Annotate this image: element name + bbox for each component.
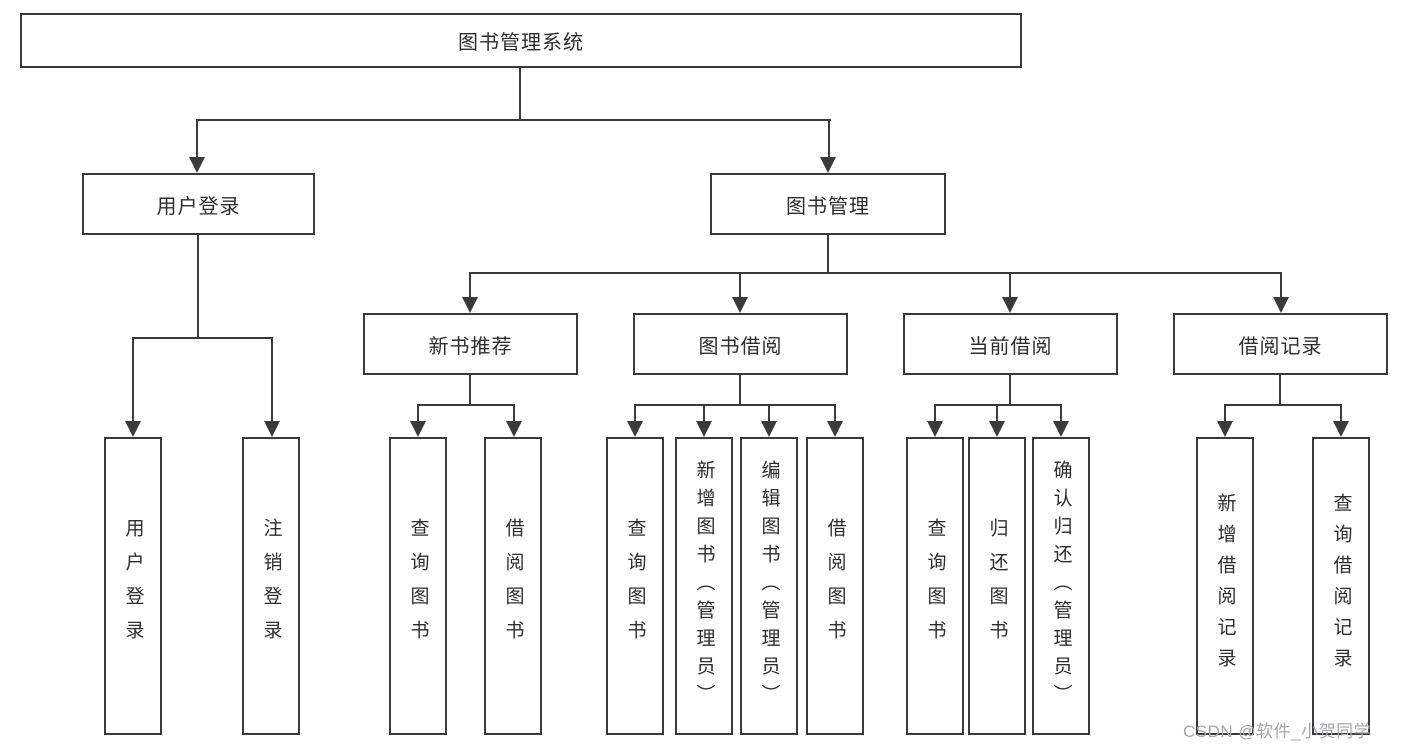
leaf-query-books: 查询图书: [606, 437, 664, 735]
leaf-query-books: 查询图书: [389, 437, 447, 735]
leaf-user-login: 用户登录: [104, 437, 162, 735]
connector-root-stem: [519, 68, 521, 121]
connector-user-login-rail: [132, 337, 273, 339]
arrowhead-icon: [827, 421, 843, 437]
connector-user-login-stem: [197, 235, 199, 339]
node-book-management: 图书管理: [710, 173, 946, 235]
arrowhead-icon: [410, 421, 426, 437]
leaf-label: 编辑图书（管理员）: [758, 460, 780, 712]
leaf-add-borrow-record: 新增借阅记录: [1196, 437, 1254, 735]
leaf-query-borrow-record: 查询借阅记录: [1312, 437, 1370, 735]
leaf-return-books: 归还图书: [968, 437, 1026, 735]
arrowhead-icon: [1002, 297, 1018, 313]
connector-current-borrowing-drop-2: [996, 404, 998, 423]
connector-borrowing-records-drop-2: [1340, 404, 1342, 423]
leaf-add-book-admin: 新增图书（管理员）: [675, 437, 733, 735]
leaf-label: 借阅图书: [502, 518, 524, 654]
arrowhead-icon: [696, 421, 712, 437]
arrowhead-icon: [462, 297, 478, 313]
connector-book-management-drop-2: [739, 272, 741, 299]
connector-book-management-rail: [469, 272, 1282, 274]
arrowhead-icon: [820, 157, 836, 173]
connector-book-management-drop-4: [1280, 272, 1282, 299]
leaf-label: 查询图书: [624, 518, 646, 654]
node-borrowing-records: 借阅记录: [1173, 313, 1388, 375]
connector-new-book-drop-1: [417, 404, 419, 423]
connector-book-borrowing-rail: [634, 404, 836, 406]
arrowhead-icon: [1217, 421, 1233, 437]
leaf-borrow-books: 借阅图书: [484, 437, 542, 735]
leaf-label: 新增图书（管理员）: [693, 460, 715, 712]
leaf-edit-book-admin: 编辑图书（管理员）: [740, 437, 798, 735]
leaf-label: 查询借阅记录: [1330, 493, 1352, 679]
leaf-borrow-books: 借阅图书: [806, 437, 864, 735]
connector-book-management-drop-3: [1009, 272, 1011, 299]
arrowhead-icon: [732, 297, 748, 313]
leaf-label: 确认归还（管理员）: [1050, 460, 1072, 712]
connector-book-borrowing-drop-1: [634, 404, 636, 423]
arrowhead-icon: [1053, 421, 1069, 437]
arrowhead-icon: [1333, 421, 1349, 437]
connector-book-borrowing-drop-4: [834, 404, 836, 423]
leaf-query-books: 查询图书: [906, 437, 964, 735]
node-book-borrowing: 图书借阅: [633, 313, 848, 375]
connector-book-borrowing-drop-3: [768, 404, 770, 423]
connector-book-management-stem: [827, 235, 829, 274]
connector-new-book-drop-2: [513, 404, 515, 423]
arrowhead-icon: [264, 421, 280, 437]
watermark: CSDN @软件_小贺同学: [1183, 722, 1372, 741]
arrowhead-icon: [189, 157, 205, 173]
node-library-management-system: 图书管理系统: [20, 13, 1022, 68]
arrowhead-icon: [989, 421, 1005, 437]
arrowhead-icon: [927, 421, 943, 437]
connector-borrowing-records-stem: [1279, 375, 1281, 406]
connector-new-book-rail: [417, 404, 515, 406]
leaf-logout: 注销登录: [242, 437, 300, 735]
connector-book-management-drop-1: [469, 272, 471, 299]
connector-root-drop-right: [828, 119, 830, 159]
node-user-login: 用户登录: [82, 173, 315, 235]
arrowhead-icon: [627, 421, 643, 437]
connector-current-borrowing-drop-3: [1060, 404, 1062, 423]
leaf-label: 借阅图书: [824, 518, 846, 654]
arrowhead-icon: [761, 421, 777, 437]
leaf-label: 查询图书: [924, 518, 946, 654]
arrowhead-icon: [125, 421, 141, 437]
connector-current-borrowing-rail: [934, 404, 1062, 406]
leaf-label: 用户登录: [122, 518, 144, 654]
node-current-borrowing: 当前借阅: [903, 313, 1118, 375]
connector-new-book-stem: [469, 375, 471, 406]
arrowhead-icon: [1273, 297, 1289, 313]
connector-root-drop-left: [196, 119, 198, 159]
leaf-label: 归还图书: [986, 518, 1008, 654]
leaf-label: 注销登录: [260, 518, 282, 654]
connector-current-borrowing-drop-1: [934, 404, 936, 423]
leaf-label: 查询图书: [407, 518, 429, 654]
connector-root-rail: [196, 119, 831, 121]
arrowhead-icon: [506, 421, 522, 437]
connector-borrowing-records-drop-1: [1224, 404, 1226, 423]
connector-current-borrowing-stem: [1009, 375, 1011, 406]
leaf-confirm-return-admin: 确认归还（管理员）: [1032, 437, 1090, 735]
connector-user-login-drop-1: [132, 337, 134, 423]
node-new-book-recommendation: 新书推荐: [363, 313, 578, 375]
connector-book-borrowing-stem: [739, 375, 741, 406]
connector-book-borrowing-drop-2: [703, 404, 705, 423]
leaf-label: 新增借阅记录: [1214, 493, 1236, 679]
connector-borrowing-records-rail: [1224, 404, 1342, 406]
connector-user-login-drop-2: [271, 337, 273, 423]
